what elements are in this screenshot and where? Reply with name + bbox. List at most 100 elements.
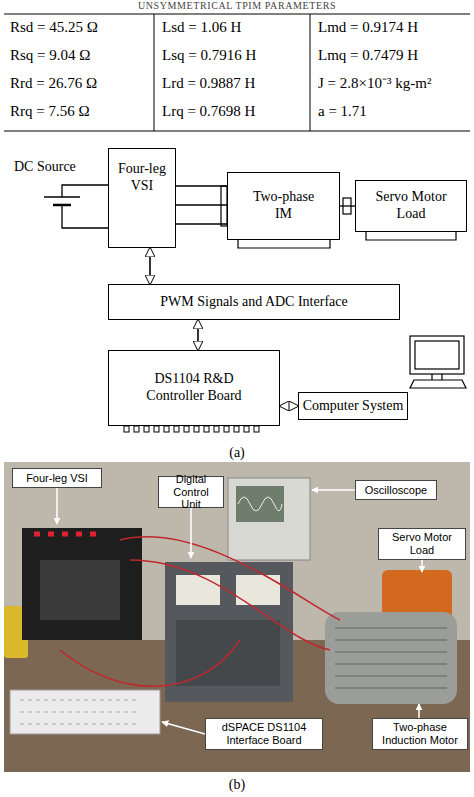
scope-screen: [236, 486, 284, 522]
table-cell: Lmq = 0.7479 H: [318, 46, 418, 64]
wire-connector: [340, 205, 355, 206]
card-pin: [204, 426, 209, 432]
callout-leaders: [57, 488, 422, 734]
meter-face: [176, 575, 220, 605]
table-cell: a = 1.71: [318, 102, 367, 120]
controller-board-box: DS1104 R&D Controller Board: [108, 350, 280, 426]
vsi-photo: [22, 528, 142, 640]
wire: [62, 185, 108, 197]
node-text: Computer System: [303, 398, 404, 415]
edges: [150, 186, 355, 406]
interface-board-photo: [10, 690, 160, 734]
motor-fins: [335, 628, 447, 688]
node-text: Two-phase IM: [248, 189, 319, 223]
card-pin: [184, 426, 189, 432]
photo-callout: Oscilloscope: [355, 480, 437, 500]
photo: [4, 462, 470, 772]
wire-connector: [176, 185, 227, 186]
scope-trace: [238, 497, 282, 511]
terminals: [34, 532, 96, 537]
table-cell: Rsd = 45.25 Ω: [10, 18, 98, 36]
motor-base: [238, 240, 330, 248]
card-pin: [234, 426, 239, 432]
node-text: Two-phase Induction Motor: [376, 721, 464, 746]
coupling-symbol: [343, 198, 351, 214]
photo-callout: Digital Control Unit: [158, 476, 224, 508]
table-rule: [310, 14, 311, 131]
table-rule: [154, 14, 155, 131]
leader-line: [418, 704, 420, 718]
panel: [176, 620, 280, 686]
photo-callout: Servo Motor Load: [378, 528, 466, 560]
table-title: UNSYMMETRICAL TPIM PARAMETERS: [0, 0, 474, 12]
card-pin: [214, 426, 219, 432]
table-cell: Lrd = 0.9887 H: [162, 74, 255, 92]
node-text: Servo Motor Load: [368, 189, 454, 223]
table-rule: [4, 131, 470, 132]
signal-arrow: [149, 248, 151, 284]
table-cell: Lmd = 0.9174 H: [318, 18, 418, 36]
node-text: Digital Control Unit: [162, 473, 220, 511]
converter-box: Four-leg VSI: [108, 148, 176, 248]
photo-callout: dSPACE DS1104 Interface Board: [205, 718, 323, 750]
card-pin: [174, 426, 179, 432]
interface-box: PWM Signals and ADC Interface: [108, 284, 400, 320]
photo-wires: [60, 537, 340, 687]
node-text: dSPACE DS1104 Interface Board: [216, 721, 312, 746]
photo-callout: Two-phase Induction Motor: [372, 718, 468, 750]
computer-icon: [410, 336, 466, 388]
oscilloscope-photo: [228, 478, 310, 560]
table-cell: Lsq = 0.7916 H: [162, 46, 256, 64]
table-cell: Lsd = 1.06 H: [162, 18, 241, 36]
servo-base: [366, 232, 456, 240]
wire-connector: [176, 223, 227, 224]
monitor-screen: [415, 341, 459, 369]
node-text: PWM Signals and ADC Interface: [160, 294, 347, 311]
leader-line: [312, 489, 355, 491]
card-edge: [124, 426, 259, 432]
node-text: DS1104 R&D Controller Board: [131, 371, 257, 405]
battery-symbol: [44, 185, 108, 228]
monitor-stand: [432, 374, 442, 380]
computer-box: Computer System: [298, 392, 408, 420]
load-box: Servo Motor Load: [355, 180, 467, 232]
card-pin: [154, 426, 159, 432]
keyboard: [410, 380, 466, 388]
table-rule: [4, 14, 470, 15]
control-unit-photo: [165, 562, 293, 702]
motor-photo: [325, 612, 457, 704]
node-text: Servo Motor Load: [387, 531, 457, 556]
subfigure-label: (b): [229, 776, 245, 794]
node-text: Oscilloscope: [365, 484, 427, 497]
table-rules: [4, 14, 470, 131]
card-pin: [254, 426, 259, 432]
heatsink: [40, 560, 120, 620]
bnc-row: [20, 700, 140, 724]
card-pin: [244, 426, 249, 432]
card-pin: [124, 426, 129, 432]
photo-wall: [4, 462, 470, 772]
source-label: DC Source: [14, 158, 76, 176]
table-cell: Rrd = 26.76 Ω: [10, 74, 97, 92]
card-pin: [144, 426, 149, 432]
table-cell: Lrq = 0.7698 H: [162, 102, 255, 120]
subfigure-label: (a): [229, 444, 245, 462]
signal-arrow: [280, 405, 298, 407]
signal-arrow: [197, 320, 199, 350]
monitor: [410, 336, 464, 374]
node-text: Four-leg VSI: [26, 472, 88, 485]
battery-plate: [44, 196, 80, 197]
card-pin: [194, 426, 199, 432]
photo-callout: Four-leg VSI: [12, 468, 102, 488]
leader-line: [56, 488, 58, 524]
leader-line: [162, 722, 205, 734]
table-cell: Rsq = 9.04 Ω: [10, 46, 90, 64]
leader-line: [190, 508, 192, 558]
card-pin: [224, 426, 229, 432]
wire: [62, 205, 108, 228]
wire-connector: [176, 204, 227, 205]
motor-box: Two-phase IM: [227, 172, 340, 240]
